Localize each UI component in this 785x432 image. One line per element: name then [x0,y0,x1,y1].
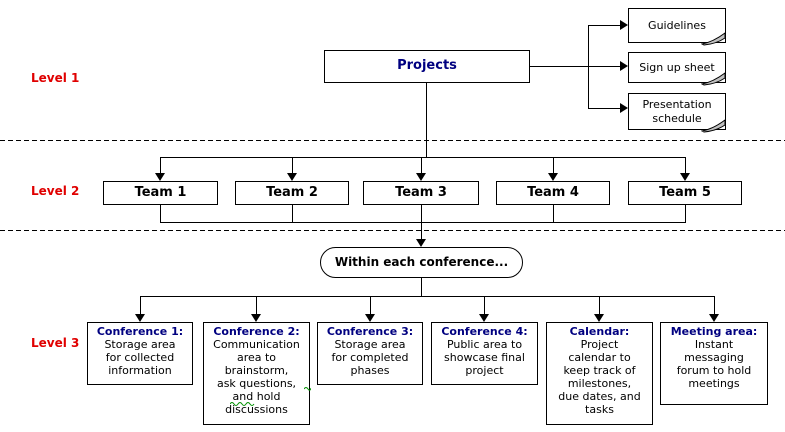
arrow-down-icon [155,173,165,181]
connector-line [530,66,620,67]
arrow-down-icon [287,173,297,181]
arrow-down-icon [709,314,719,322]
within-each-conference-oval: Within each conference... [320,247,523,278]
area-title: Calendar: [569,325,630,338]
arrow-down-icon [548,173,558,181]
arrow-down-icon [680,173,690,181]
connector-line [553,205,554,222]
arrow-right-icon [620,103,628,113]
connector-line [685,157,686,173]
projects-box: Projects [324,50,530,83]
conference-1-box: Conference 1: Storage area for collected… [87,322,193,385]
area-body: Project calendar to keep track of milest… [558,338,641,416]
connector-line [421,205,422,222]
document-guidelines: Guidelines [628,8,726,46]
area-title: Conference 2: [213,325,300,338]
area-body: Instant messaging forum to hold meetings [676,338,752,390]
team-3-box: Team 3 [363,181,479,205]
arrow-down-icon [594,314,604,322]
meeting-area-box: Meeting area: Instant messaging forum to… [660,322,768,405]
team-2-box: Team 2 [235,181,349,205]
folded-corner-icon [701,32,726,46]
connector-line [421,157,422,173]
team-1-box: Team 1 [103,181,218,205]
connector-line [160,205,161,222]
arrow-right-icon [620,20,628,30]
grammar-squiggle-icon [230,402,255,406]
document-presentation-schedule: Presentation schedule [628,93,726,133]
conference-3-box: Conference 3: Storage area for completed… [317,322,423,385]
area-body: Public area to showcase final project [444,338,525,377]
connector-line [588,25,620,26]
calendar-box: Calendar: Project calendar to keep track… [546,322,653,425]
team-5-box: Team 5 [628,181,742,205]
arrow-down-icon [251,314,261,322]
connector-line [140,296,141,314]
document-label: Presentation schedule [642,97,712,125]
connector-line [714,296,715,314]
connector-line [588,25,589,109]
connector-line [292,157,293,173]
folded-corner-icon [701,72,726,86]
area-body: Communication area to brainstorm, ask qu… [213,338,300,416]
document-label: Guidelines [648,18,706,32]
connector-line [421,278,422,296]
connector-line [426,83,427,157]
area-body: Storage area for completed phases [331,338,409,377]
connector-line [256,296,257,314]
connector-line [140,296,714,297]
area-title: Meeting area: [670,325,758,338]
connector-line [484,296,485,314]
level-divider-1 [0,140,785,141]
connector-line [370,296,371,314]
document-label: Sign up sheet [639,60,715,74]
team-4-box: Team 4 [496,181,610,205]
arrow-down-icon [135,314,145,322]
arrow-right-icon [620,61,628,71]
area-title: Conference 3: [326,325,414,338]
level-3-label: Level 3 [31,336,80,350]
level-2-label: Level 2 [31,184,80,198]
area-title: Conference 1: [96,325,184,338]
arrow-down-icon [479,314,489,322]
conference-4-box: Conference 4: Public area to showcase fi… [431,322,538,385]
connector-line [599,296,600,314]
level-divider-2 [0,230,785,231]
document-signup-sheet: Sign up sheet [628,52,726,86]
area-body: Storage area for collected information [104,338,176,377]
connector-line [160,222,686,223]
connector-line [685,205,686,222]
connector-line [160,157,161,173]
grammar-squiggle-icon [304,387,311,391]
arrow-down-icon [416,239,426,247]
level-1-label: Level 1 [31,71,80,85]
arrow-down-icon [365,314,375,322]
arrow-down-icon [416,173,426,181]
connector-line [588,108,620,109]
connector-line [292,205,293,222]
conference-2-box: Conference 2: Communication area to brai… [203,322,310,425]
folded-corner-icon [701,119,726,133]
connector-line [553,157,554,173]
connector-line [160,157,686,158]
connector-line [421,222,422,239]
area-title: Conference 4: [441,325,528,338]
